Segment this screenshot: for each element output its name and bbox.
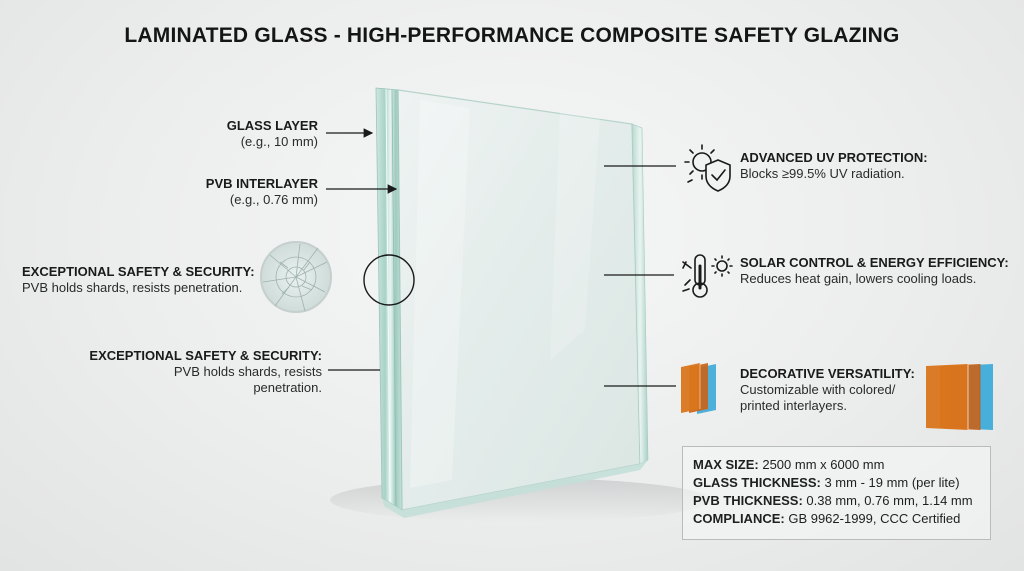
solar-control-label: SOLAR CONTROL & ENERGY EFFICIENCY: Reduc… xyxy=(740,255,1020,287)
uv-protection-heading: ADVANCED UV PROTECTION: xyxy=(740,150,928,165)
pvb-interlayer-heading: PVB INTERLAYER xyxy=(205,176,318,191)
spec-value: 2500 mm x 6000 mm xyxy=(758,457,885,472)
page-title: LAMINATED GLASS - HIGH-PERFORMANCE COMPO… xyxy=(124,24,900,47)
magnifier-circle xyxy=(363,254,415,306)
spec-value: 3 mm - 19 mm (per lite) xyxy=(820,475,960,490)
spec-box: MAX SIZE: 2500 mm x 6000 mm GLASS THICKN… xyxy=(682,446,991,540)
decorative-versatility-heading: DECORATIVE VERSATILITY: xyxy=(740,366,915,381)
solar-control-heading: SOLAR CONTROL & ENERGY EFFICIENCY: xyxy=(740,255,1009,270)
safety-zoom-label: EXCEPTIONAL SAFETY & SECURITY: PVB holds… xyxy=(22,264,262,296)
spec-row-pvb-thickness: PVB THICKNESS: 0.38 mm, 0.76 mm, 1.14 mm xyxy=(693,492,980,510)
safety-zoom-heading: EXCEPTIONAL SAFETY & SECURITY: xyxy=(22,264,255,279)
spec-value: 0.38 mm, 0.76 mm, 1.14 mm xyxy=(802,493,973,508)
spec-label: MAX SIZE: xyxy=(693,457,759,472)
decorative-versatility-detail-line1: Customizable with colored/ xyxy=(740,382,896,397)
safety-lower-detail-line1: PVB holds shards, resists xyxy=(173,364,322,379)
safety-lower-heading: EXCEPTIONAL SAFETY & SECURITY: xyxy=(89,348,322,363)
thermometer-sun-icon xyxy=(682,254,733,298)
decorative-versatility-detail-line2: printed interlayers. xyxy=(740,398,847,413)
spec-label: GLASS THICKNESS: xyxy=(693,475,821,490)
spec-row-max-size: MAX SIZE: 2500 mm x 6000 mm xyxy=(693,456,980,474)
shattered-glass-zoom xyxy=(260,241,332,313)
spec-row-compliance: COMPLIANCE: GB 9962-1999, CCC Certified xyxy=(693,510,980,528)
safety-zoom-detail: PVB holds shards, resists penetration. xyxy=(22,280,243,295)
spec-value: GB 9962-1999, CCC Certified xyxy=(784,511,961,526)
solar-control-detail: Reduces heat gain, lowers cooling loads. xyxy=(740,271,977,286)
glass-layer-label: GLASS LAYER (e.g., 10 mm) xyxy=(180,118,318,150)
uv-protection-detail: Blocks ≥99.5% UV radiation. xyxy=(740,166,905,181)
glass-pane xyxy=(375,87,649,518)
safety-lower-detail-line2: penetration. xyxy=(253,380,322,395)
colored-glass-swatches-icon xyxy=(681,363,716,414)
safety-lower-label: EXCEPTIONAL SAFETY & SECURITY: PVB holds… xyxy=(70,348,322,396)
sun-shield-icon xyxy=(684,144,731,192)
spec-row-glass-thickness: GLASS THICKNESS: 3 mm - 19 mm (per lite) xyxy=(693,474,980,492)
spec-label: PVB THICKNESS: xyxy=(693,493,803,508)
colored-glass-samples xyxy=(926,364,993,430)
spec-label: COMPLIANCE: xyxy=(693,511,785,526)
pvb-interlayer-label: PVB INTERLAYER (e.g., 0.76 mm) xyxy=(180,176,318,208)
pvb-interlayer-detail: (e.g., 0.76 mm) xyxy=(229,192,318,207)
glass-layer-detail: (e.g., 10 mm) xyxy=(240,134,318,149)
decorative-versatility-label: DECORATIVE VERSATILITY: Customizable wit… xyxy=(740,366,920,414)
uv-protection-label: ADVANCED UV PROTECTION: Blocks ≥99.5% UV… xyxy=(740,150,1000,182)
glass-layer-heading: GLASS LAYER xyxy=(226,118,318,133)
